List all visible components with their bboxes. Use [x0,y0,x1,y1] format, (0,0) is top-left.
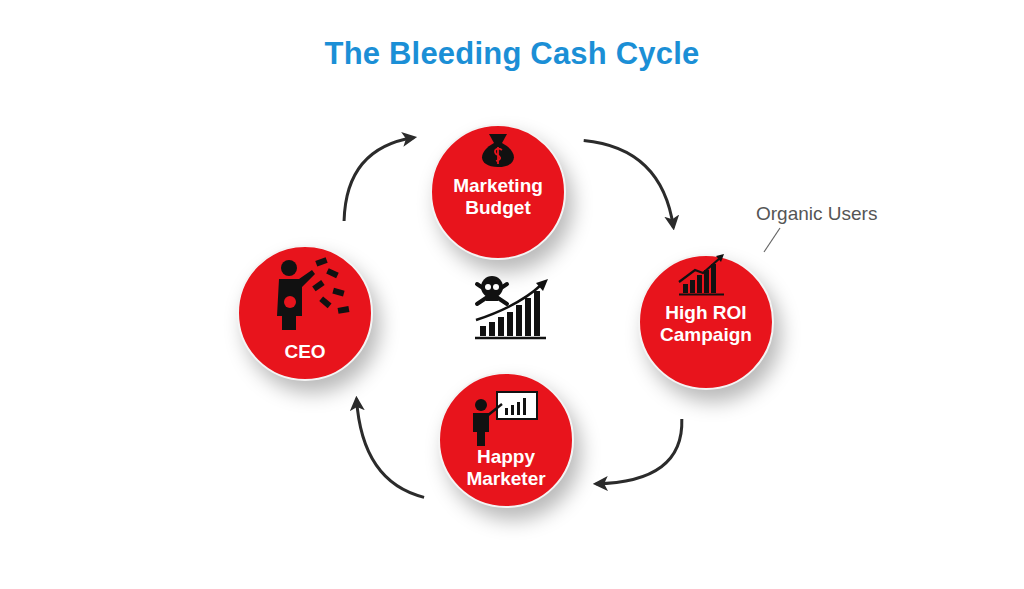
chart-bar [534,291,540,336]
cycle-circle: Happy Marketer [438,372,574,508]
chart-bar [525,298,531,336]
trend-line [476,285,541,320]
cycle-circle: Marketing Budget [430,124,566,260]
chart-bar [507,312,513,336]
cycle-circle: CEO [237,245,373,381]
crossbone [477,284,507,304]
leader-line [764,228,780,252]
cycle-arrow [584,140,674,227]
skull [481,276,503,298]
circle-label: High ROI Campaign [650,302,762,346]
annotation-label: Organic Users [756,203,877,225]
skull-eye [485,284,491,290]
chart-base [475,337,546,340]
chart-bar [480,326,486,336]
cycle-arrow [357,399,425,498]
skull-eye [493,284,499,290]
circle-label: CEO [249,341,361,363]
circle-label: Happy Marketer [450,446,562,490]
circle-label: Marketing Budget [442,175,554,219]
skull-chart-icon [475,276,548,338]
crossbone [477,284,507,304]
chart-bar [498,317,504,336]
cycle-circle: High ROI Campaign [638,254,774,390]
skull-jaw [486,294,498,301]
trend-head [536,279,548,291]
chart-bar [516,305,522,336]
cycle-arrow [596,419,682,484]
diagram-title: The Bleeding Cash Cycle [0,36,1024,72]
chart-bar [489,322,495,336]
cycle-arrow [344,138,414,221]
